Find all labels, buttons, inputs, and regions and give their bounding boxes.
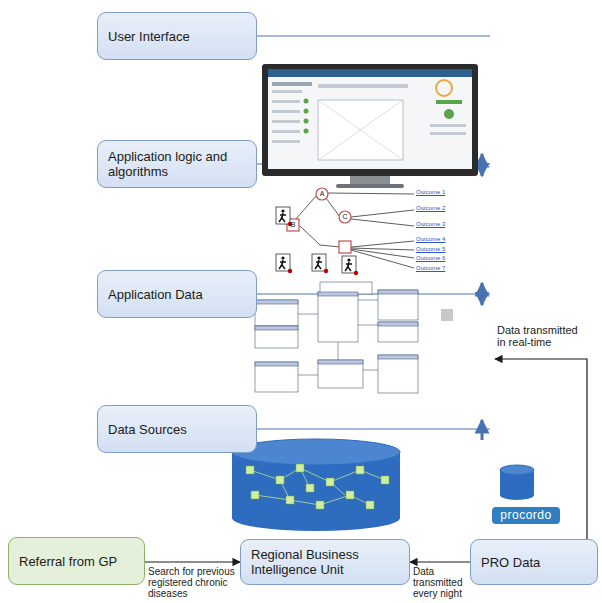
box-text: Data Sources (108, 422, 187, 437)
box-text: Application Data (108, 287, 203, 302)
layer-box: Application Data (97, 270, 257, 318)
connector-arrow (145, 561, 240, 562)
gray-square (441, 309, 453, 321)
outcome-label: Outcome 2 (416, 205, 466, 212)
outcome-label: Outcome 5 (416, 246, 466, 253)
outcome-label: Outcome 6 (416, 255, 466, 262)
edge-label: Search for previous registered chronic d… (148, 566, 237, 599)
layer-box: PRO Data (470, 539, 598, 585)
outcome-label: Outcome 1 (416, 189, 466, 196)
box-text: Referral from GP (19, 554, 117, 569)
node-letter: A (317, 190, 327, 198)
referral-box: Referral from GP (8, 537, 145, 585)
monitor-illustration (262, 64, 478, 188)
pro-database (500, 465, 534, 500)
node-letter: C (340, 213, 350, 221)
outcome-label: Outcome 7 (416, 265, 466, 272)
box-text: Application logic and algorithms (108, 149, 246, 179)
procordo-logo: procordo (492, 507, 560, 524)
decision-node (287, 188, 351, 253)
box-text: Regional Business Intelligence Unit (251, 547, 399, 577)
patient-icon (276, 207, 358, 275)
connector-arrow (410, 561, 470, 562)
outcome-label: Outcome 3 (416, 221, 466, 228)
edge-note: Data transmitted in real-time (497, 324, 585, 348)
layer-arrow (481, 154, 484, 440)
layer-box: User Interface (97, 12, 257, 60)
node-letter: B (288, 221, 298, 229)
box-text: PRO Data (481, 555, 540, 570)
layer-box: Data Sources (97, 405, 257, 453)
layer-box: Regional Business Intelligence Unit (240, 539, 410, 585)
box-text: User Interface (108, 29, 190, 44)
edge-label: Data transmitted every night (413, 566, 467, 599)
database-cylinder (232, 439, 400, 531)
outcome-label: Outcome 4 (416, 236, 466, 243)
er-diagram (255, 282, 418, 393)
layer-box: Application logic and algorithms (97, 140, 257, 188)
